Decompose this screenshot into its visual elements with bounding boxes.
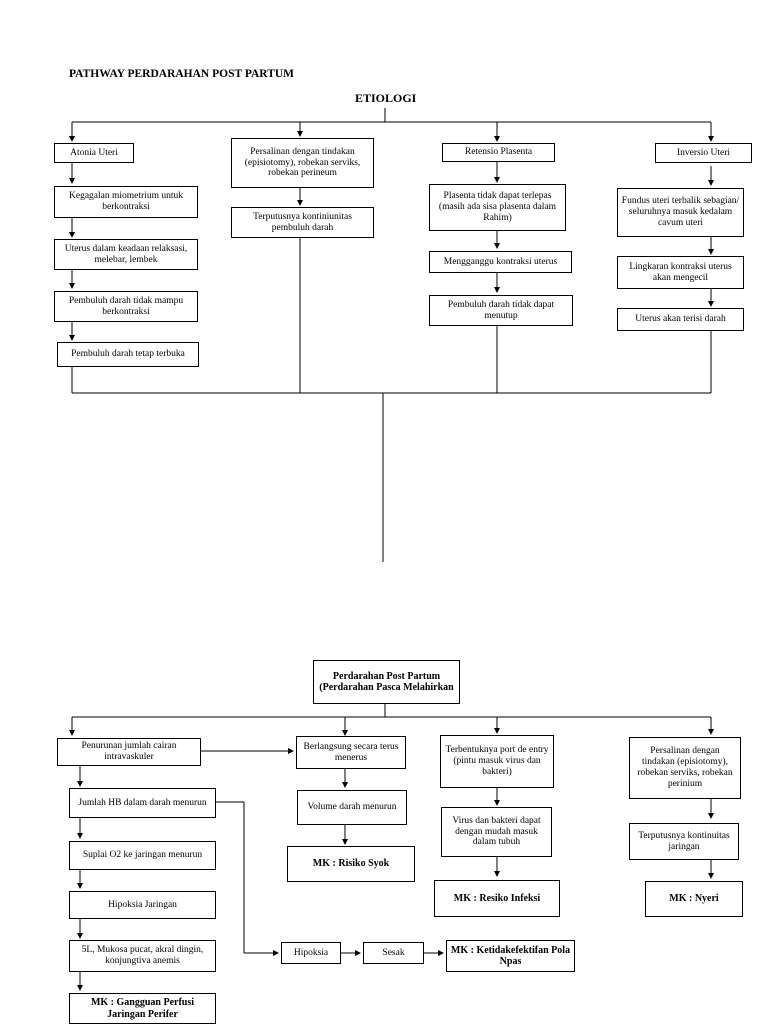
retensio-plasenta-box: Retensio Plasenta (442, 143, 555, 162)
etiologi-heading: ETIOLOGI (355, 91, 417, 105)
persalinan-bottom-box: Persalinan dengan tindakan (episiotomy),… (629, 737, 741, 799)
perdarahan-title: Perdarahan Post Partum (332, 670, 441, 682)
suplai-o2-box: Suplai O2 ke jaringan menurun (69, 841, 216, 870)
pembuluh-tidak-mampu-box: Pembuluh darah tidak mampu berkontraksi (54, 291, 198, 322)
berlangsung-box: Berlangsung secara terus menerus (296, 736, 406, 769)
virus-bakteri-box: Virus dan bakteri dapat dengan mudah mas… (441, 807, 552, 857)
mengganggu-box: Mengganggu kontraksi uterus (429, 251, 572, 273)
terisi-darah-box: Uterus akan terisi darah (617, 308, 744, 331)
inversio-uteri-box: Inversio Uteri (655, 143, 752, 163)
kegagalan-box: Kegagalan miometrium untuk berkontraksi (54, 186, 198, 218)
mk-pola-napas-box: MK : Ketidakefektifan Pola Npas (446, 940, 575, 972)
penurunan-cairan-box: Penurunan jumlah cairan intravaskuler (57, 738, 201, 766)
pembuluh-terbuka-box: Pembuluh darah tetap terbuka (57, 342, 199, 367)
pembuluh-tidak-dapat-box: Pembuluh darah tidak dapat menutup (429, 295, 573, 326)
hipoksia-jaringan-box: Hipoksia Jaringan (69, 891, 216, 919)
perdarahan-post-partum-box: Perdarahan Post Partum (Perdarahan Pasca… (313, 660, 460, 704)
atonia-uteri-box: Atonia Uteri (54, 143, 134, 163)
mk-gangguan-perfusi-box: MK : Gangguan Perfusi Jaringan Perifer (69, 993, 216, 1024)
jumlah-hb-box: Jumlah HB dalam darah menurun (69, 788, 216, 818)
terputusnya-box: Terputusnya kontiniunitas pembuluh darah (231, 207, 374, 238)
mk-nyeri-box: MK : Nyeri (645, 881, 743, 917)
terputusnya-jaringan-box: Terputusnya kontinuitas jaringan (629, 823, 739, 860)
persalinan-box: Persalinan dengan tindakan (episiotomy),… (231, 138, 374, 188)
fundus-box: Fundus uteri terbalik sebagian/ seluruhn… (617, 188, 744, 237)
volume-darah-box: Volume darah menurun (297, 790, 407, 825)
perdarahan-subtitle: (Perdarahan Pasca Melahirkan (319, 682, 454, 693)
mk-risiko-syok-box: MK : Risiko Syok (287, 846, 415, 882)
mk-resiko-infeksi-box: MK : Resiko Infeksi (434, 880, 560, 917)
sesak-box: Sesak (363, 942, 424, 964)
uterus-relaksasi-box: Uterus dalam keadaan relaksasi, melebar,… (54, 239, 198, 270)
plasenta-box: Plasenta tidak dapat terlepas (masih ada… (429, 184, 566, 231)
port-de-entry-box: Terbentuknya port de entry (pintu masuk … (440, 735, 554, 788)
page-title: PATHWAY PERDARAHAN POST PARTUM (69, 68, 295, 80)
lingkaran-box: Lingkaran kontraksi uterus akan mengecil (617, 256, 744, 289)
hipoksia-box: Hipoksia (281, 942, 341, 964)
gejala-box: 5L, Mukosa pucat, akral dingin, konjungt… (69, 940, 216, 972)
